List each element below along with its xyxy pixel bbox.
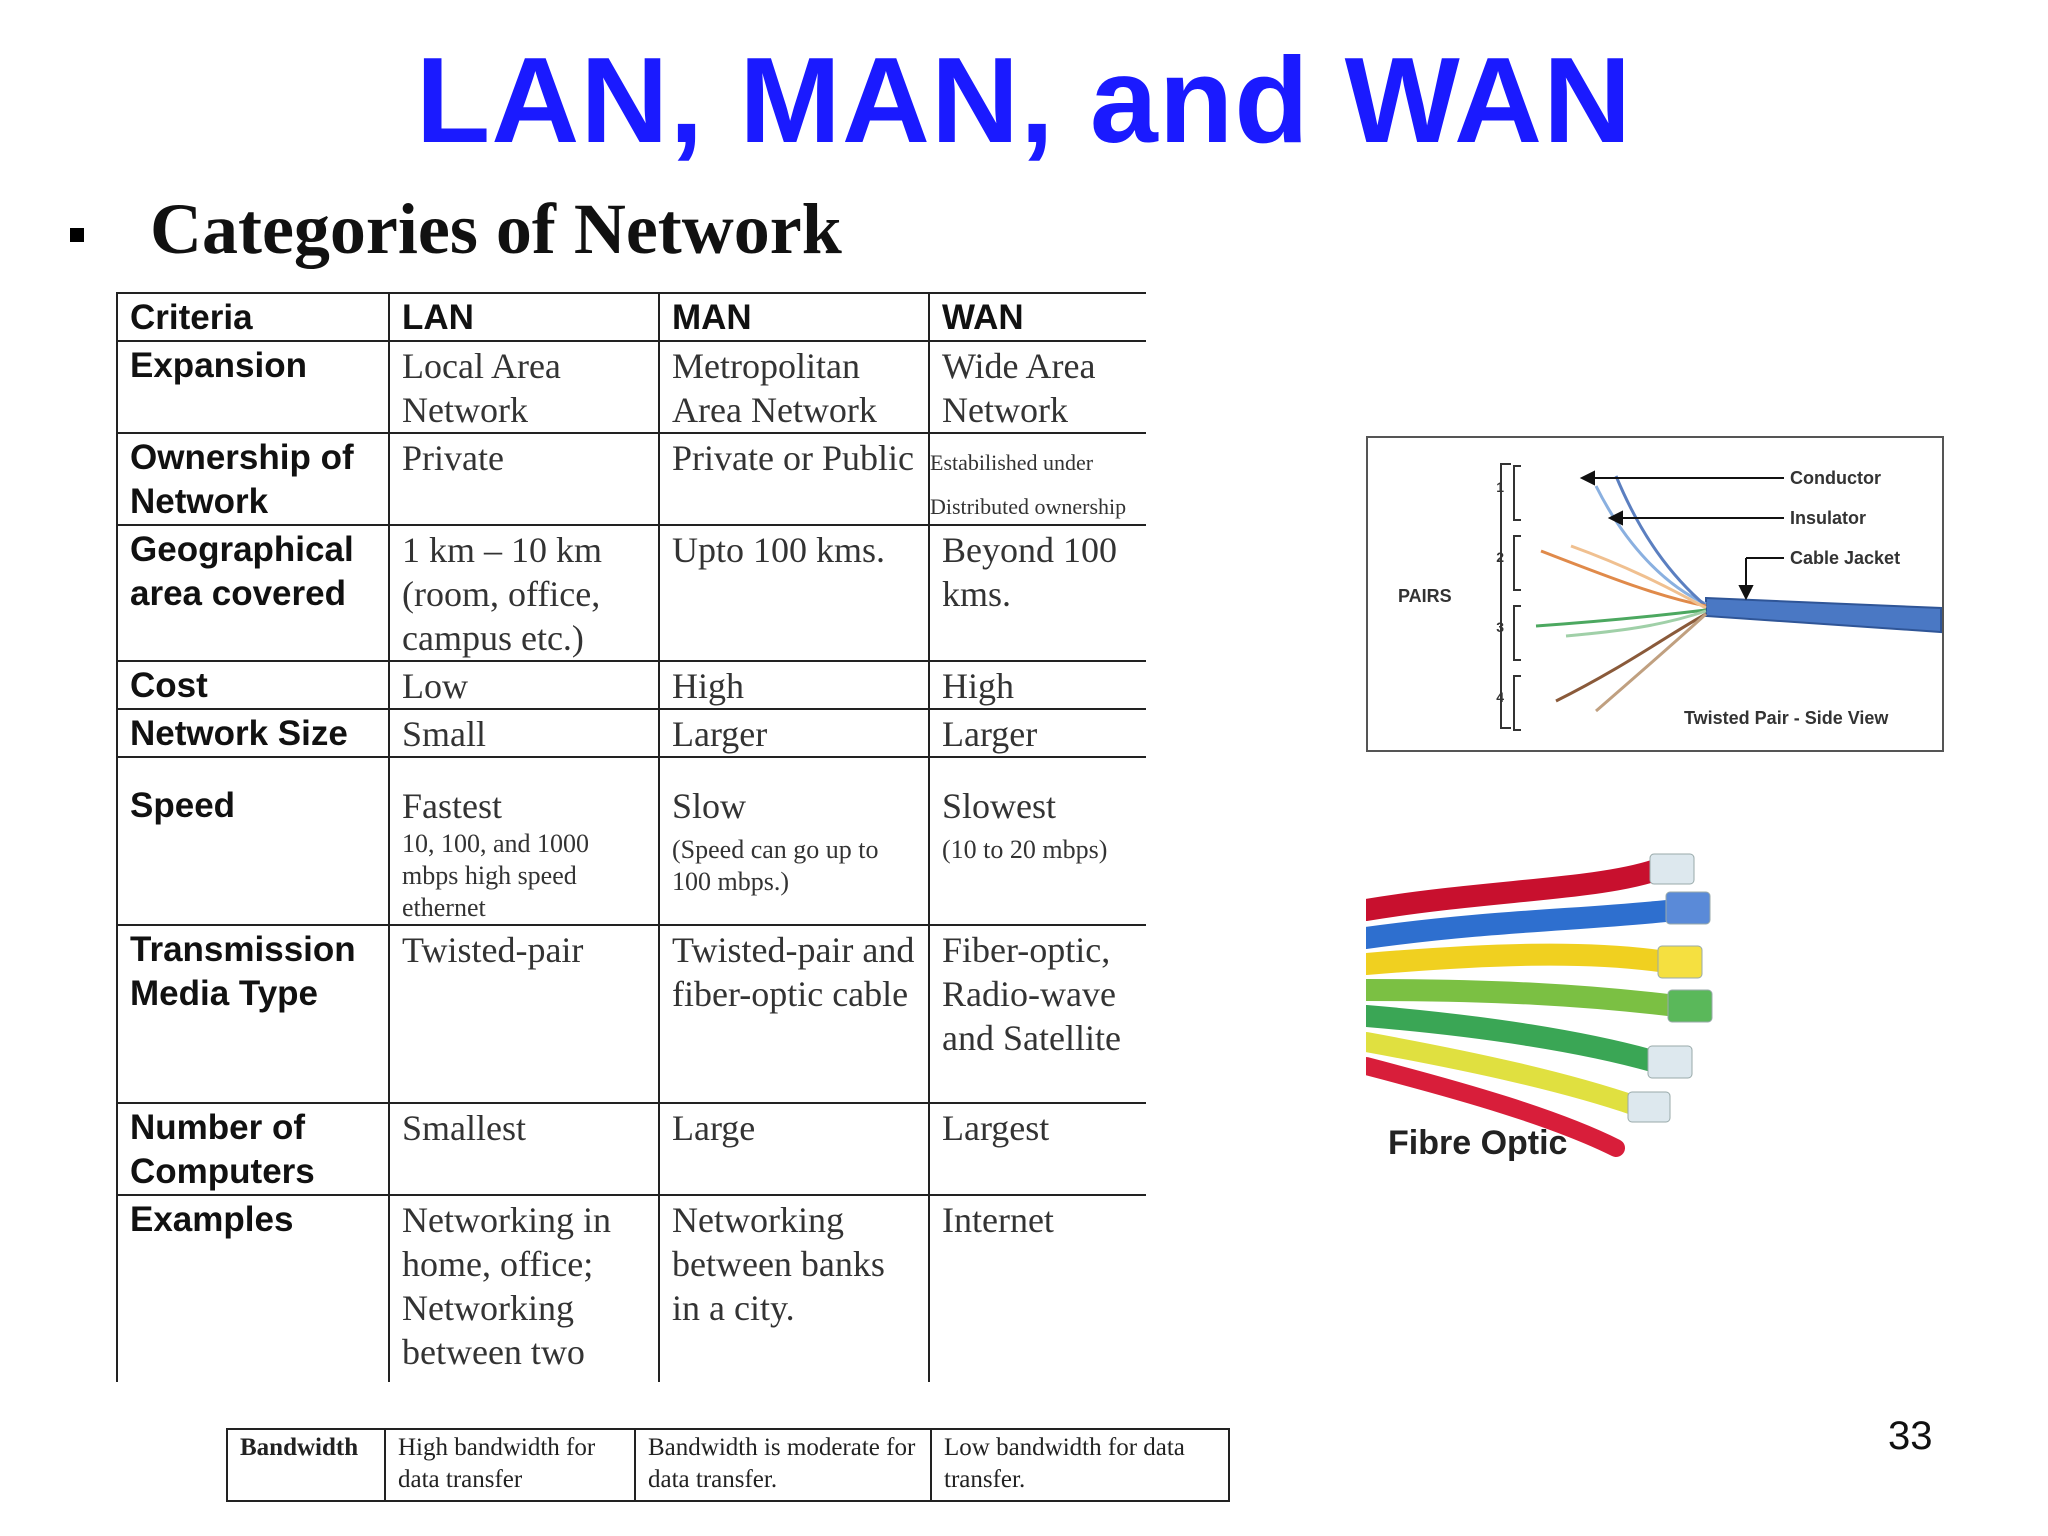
wan-cell: Fiber-optic, Radio-wave and Satellite <box>928 924 1146 1104</box>
lan-speed-note: 10, 100, and 1000 mbps high speed ethern… <box>402 829 590 922</box>
criteria-cell: Bandwidth <box>226 1428 386 1502</box>
pair-number: 4 <box>1496 689 1504 705</box>
man-cell: Slow (Speed can go up to 100 mbps.) <box>658 756 930 926</box>
table-row-bandwidth: Bandwidth High bandwidth for data transf… <box>226 1428 1230 1502</box>
bullet-point: Categories of Network <box>70 188 842 271</box>
wan-cell: Low bandwidth for data transfer. <box>930 1428 1230 1502</box>
connector-plugs-icon <box>1627 853 1713 1123</box>
cable-jacket-label: Cable Jacket <box>1790 548 1900 568</box>
table-row-geography: Geographical area covered 1 km – 10 km (… <box>116 524 1146 662</box>
wan-cell: Estabilished under Distributed ownership <box>928 432 1146 526</box>
criteria-cell: Network Size <box>116 708 390 758</box>
criteria-cell: Geographical area covered <box>116 524 390 662</box>
man-cell: Upto 100 kms. <box>658 524 930 662</box>
lan-speed: Fastest <box>402 786 503 826</box>
criteria-cell: Speed <box>116 756 390 926</box>
lan-cell: Low <box>388 660 660 710</box>
table-row-media: Transmission Media Type Twisted-pair Twi… <box>116 924 1146 1104</box>
criteria-cell: Number of Computers <box>116 1102 390 1196</box>
twisted-pair-caption: Twisted Pair - Side View <box>1684 708 1889 728</box>
pair-number: 3 <box>1496 619 1504 635</box>
page-number: 33 <box>1888 1414 1933 1458</box>
man-cell: Large <box>658 1102 930 1196</box>
pairs-label: PAIRS <box>1398 586 1452 606</box>
man-speed: Slow <box>672 786 747 826</box>
criteria-cell: Ownership of Network <box>116 432 390 526</box>
network-comparison-table: Criteria LAN MAN WAN Expansion Local Are… <box>116 292 1146 1382</box>
cables-icon <box>1366 859 1687 1157</box>
lan-cell: High bandwidth for data transfer <box>384 1428 636 1502</box>
lan-cell: Fastest 10, 100, and 1000 mbps high spee… <box>388 756 660 926</box>
wan-speed-note: (10 to 20 mbps) <box>942 835 1108 864</box>
header-man: MAN <box>658 292 930 342</box>
wan-cell: High <box>928 660 1146 710</box>
bullet-text: Categories of Network <box>150 189 842 269</box>
network-comparison-table-container: Criteria LAN MAN WAN Expansion Local Are… <box>116 292 1146 1382</box>
lan-cell: Networking in home, office; Networking b… <box>388 1194 660 1382</box>
lan-cell: Private <box>388 432 660 526</box>
lan-cell: Local Area Network <box>388 340 660 434</box>
pair-number: 1 <box>1496 479 1504 495</box>
wan-speed: Slowest <box>942 786 1057 826</box>
wan-cell: Internet <box>928 1194 1146 1382</box>
lan-cell: Small <box>388 708 660 758</box>
lan-cell: 1 km – 10 km (room, office, campus etc.) <box>388 524 660 662</box>
wan-cell: Slowest (10 to 20 mbps) <box>928 756 1146 926</box>
table-row-expansion: Expansion Local Area Network Metropolita… <box>116 340 1146 434</box>
header-lan: LAN <box>388 292 660 342</box>
man-cell: Networking between banks in a city. <box>658 1194 930 1382</box>
fibre-optic-cables-image <box>1366 853 1713 1157</box>
pair-brackets-icon <box>1500 463 1521 731</box>
table-row-speed: Speed Fastest 10, 100, and 1000 mbps hig… <box>116 756 1146 926</box>
man-cell: Private or Public <box>658 432 930 526</box>
table-header-row: Criteria LAN MAN WAN <box>116 292 1146 342</box>
table-row-computers: Number of Computers Smallest Large Large… <box>116 1102 1146 1196</box>
wan-ownership-line-2: Distributed ownership <box>930 494 1127 519</box>
table-row-examples: Examples Networking in home, office; Net… <box>116 1194 1146 1382</box>
wan-cell: Beyond 100 kms. <box>928 524 1146 662</box>
table-row-cost: Cost Low High High <box>116 660 1146 710</box>
wan-cell: Wide Area Network <box>928 340 1146 434</box>
bandwidth-table: Bandwidth High bandwidth for data transf… <box>226 1428 1230 1502</box>
header-criteria: Criteria <box>116 292 390 342</box>
wan-ownership-line-1: Estabilished under <box>930 450 1094 475</box>
insulator-label: Insulator <box>1790 508 1866 528</box>
man-cell: Larger <box>658 708 930 758</box>
man-cell: Twisted-pair and fiber-optic cable <box>658 924 930 1104</box>
man-cell: High <box>658 660 930 710</box>
man-speed-note: (Speed can go up to 100 mbps.) <box>672 835 879 896</box>
pair-number: 2 <box>1496 549 1504 565</box>
table-row-ownership: Ownership of Network Private Private or … <box>116 432 1146 526</box>
twisted-pair-diagram: 1 2 3 4 PAIRS Conductor Insulator Cable … <box>1366 436 1944 752</box>
lan-cell: Twisted-pair <box>388 924 660 1104</box>
fibre-optic-caption: Fibre Optic <box>1388 1124 1568 1162</box>
callout-arrows-icon <box>1579 470 1784 601</box>
wire-pairs-icon <box>1535 475 1708 713</box>
criteria-cell: Cost <box>116 660 390 710</box>
man-cell: Metropolitan Area Network <box>658 340 930 434</box>
criteria-cell: Examples <box>116 1194 390 1382</box>
criteria-cell: Expansion <box>116 340 390 434</box>
lan-cell: Smallest <box>388 1102 660 1196</box>
header-wan: WAN <box>928 292 1146 342</box>
wan-cell: Largest <box>928 1102 1146 1196</box>
man-cell: Bandwidth is moderate for data transfer. <box>634 1428 932 1502</box>
criteria-cell: Transmission Media Type <box>116 924 390 1104</box>
wan-cell: Larger <box>928 708 1146 758</box>
square-bullet-icon <box>70 227 84 242</box>
slide-title: LAN, MAN, and WAN <box>415 32 1633 168</box>
table-row-size: Network Size Small Larger Larger <box>116 708 1146 758</box>
conductor-label: Conductor <box>1790 468 1881 488</box>
